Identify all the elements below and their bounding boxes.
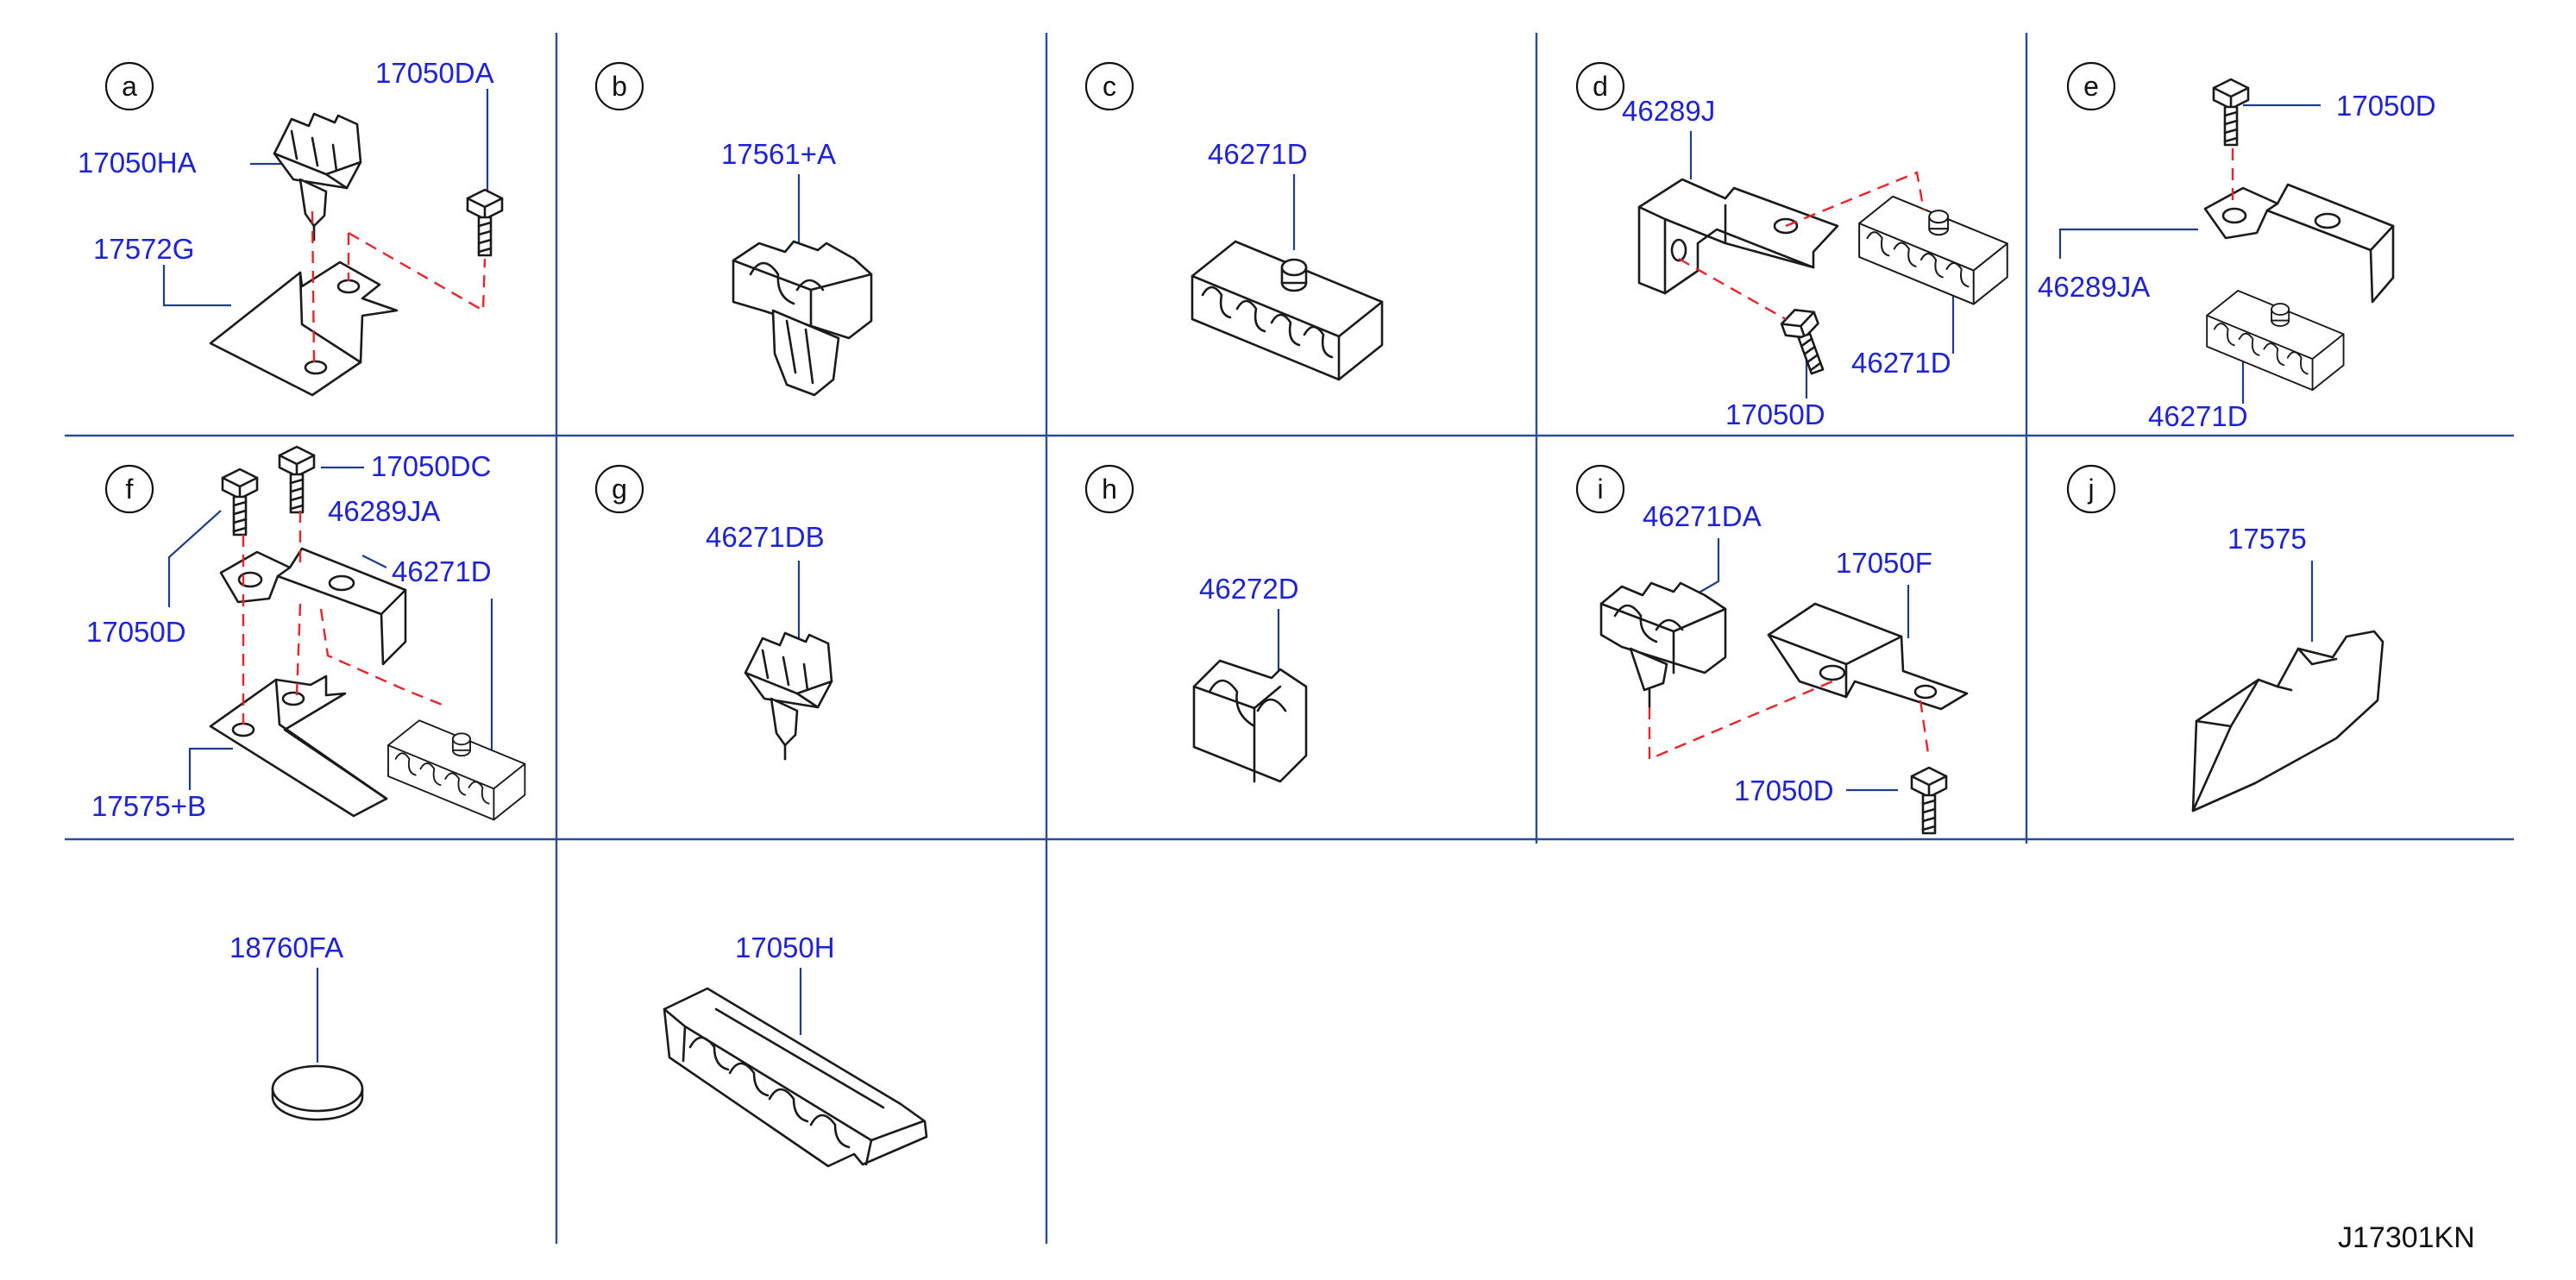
bolt-17050DA-drawing	[466, 188, 504, 257]
plug-18760FA-drawing	[271, 1064, 364, 1121]
bracket-46289JA-f-drawing	[219, 547, 407, 666]
panel-l: 17050H	[663, 932, 928, 1168]
part-number-17575+B[interactable]: 17575+B	[91, 790, 206, 822]
part-number-17050D-i[interactable]: 17050D	[1734, 775, 1834, 806]
bracket-46289J-drawing	[1637, 178, 1839, 295]
part-number-17050HA[interactable]: 17050HA	[78, 147, 197, 179]
clip-46271D-f-drawing	[387, 719, 526, 821]
panel-i: i 46271DA 17050F 17050D	[1575, 464, 1969, 835]
bracket-46289JA-e-drawing	[2203, 183, 2395, 304]
part-number-46271D-e[interactable]: 46271D	[2148, 400, 2248, 432]
part-number-46271DB[interactable]: 46271DB	[706, 521, 825, 553]
diagram-code: J17301KN	[2338, 1221, 2475, 1254]
part-number-46289JA-f[interactable]: 46289JA	[328, 495, 440, 527]
panel-letter-j: j	[2087, 474, 2094, 505]
panel-letter-h: h	[1102, 474, 1117, 505]
part-number-46272D[interactable]: 46272D	[1199, 573, 1299, 605]
clip-46271DA-drawing	[1599, 581, 1727, 709]
part-number-17050DC[interactable]: 17050DC	[371, 450, 491, 482]
part-number-17575[interactable]: 17575	[2227, 523, 2307, 555]
panel-k: 18760FA	[229, 932, 364, 1121]
heat-shield-17575-drawing	[2191, 630, 2384, 813]
clip-46271D-d-drawing	[1858, 195, 2008, 305]
panel-letter-c: c	[1103, 71, 1116, 102]
panel-letter-e: e	[2083, 71, 2099, 102]
panel-h: h 46272D	[1084, 464, 1308, 783]
part-number-46271DA[interactable]: 46271DA	[1643, 500, 1762, 532]
clip-46272D-drawing	[1192, 659, 1308, 783]
part-number-17050H[interactable]: 17050H	[735, 932, 835, 963]
clip-46271D-e-drawing	[2206, 290, 2345, 392]
part-number-17050D-f[interactable]: 17050D	[86, 616, 186, 648]
panel-letter-b: b	[612, 71, 627, 102]
panel-grid	[65, 33, 2514, 1244]
bolt-17050D-e-drawing	[2212, 78, 2250, 147]
bolt-17050D-i-drawing	[1910, 766, 1948, 835]
panel-letter-f: f	[126, 474, 134, 505]
part-number-17050D-d[interactable]: 17050D	[1725, 398, 1825, 430]
panel-b: b 17561+A	[594, 61, 873, 397]
panel-e: e 17050D 46289JA 46271D	[2038, 61, 2436, 432]
part-number-17561+A[interactable]: 17561+A	[721, 138, 836, 170]
part-number-46271D-f[interactable]: 46271D	[392, 555, 492, 587]
panel-c: c 46271D	[1084, 61, 1384, 381]
panel-g: g 46271DB	[594, 464, 833, 761]
part-number-46289JA-e[interactable]: 46289JA	[2038, 271, 2150, 303]
part-number-17050DA[interactable]: 17050DA	[375, 57, 494, 89]
clip-17561+A-drawing	[732, 240, 873, 397]
panel-f: f 17050DC 46289JA 46271D 17050D 17575+B	[86, 445, 526, 822]
clip-46271DB-drawing	[744, 631, 833, 761]
clip-17050H-drawing	[663, 987, 928, 1168]
panel-letter-circle	[104, 61, 154, 111]
part-number-46289J[interactable]: 46289J	[1622, 95, 1715, 127]
part-number-17050D-e[interactable]: 17050D	[2336, 90, 2436, 122]
part-number-46271D-c[interactable]: 46271D	[1208, 138, 1308, 170]
part-number-46271D-d[interactable]: 46271D	[1851, 347, 1951, 379]
panel-letter-i: i	[1597, 474, 1603, 505]
part-number-18760FA[interactable]: 18760FA	[229, 932, 343, 963]
clip-17050HA-drawing	[273, 112, 362, 242]
bracket-17575+B-drawing	[209, 675, 388, 818]
panel-j: j 17575	[2066, 464, 2384, 813]
panel-letter-d: d	[1593, 71, 1608, 102]
part-number-17572G[interactable]: 17572G	[93, 233, 194, 265]
bolt-17050D-f-drawing	[221, 467, 259, 536]
bracket-17572G-drawing	[209, 260, 399, 397]
bolt-17050DC-drawing	[278, 445, 316, 514]
panel-a: a 17050DA 17050HA 17572G	[78, 57, 504, 397]
clip-46271D-drawing	[1191, 240, 1384, 381]
bracket-17050F-drawing	[1767, 602, 1969, 711]
part-number-17050F[interactable]: 17050F	[1836, 547, 1932, 579]
panel-letter-g: g	[612, 474, 627, 505]
panel-d: d 46289J 46271D 17050D	[1575, 61, 2008, 430]
panel-letter-a: a	[122, 71, 137, 102]
